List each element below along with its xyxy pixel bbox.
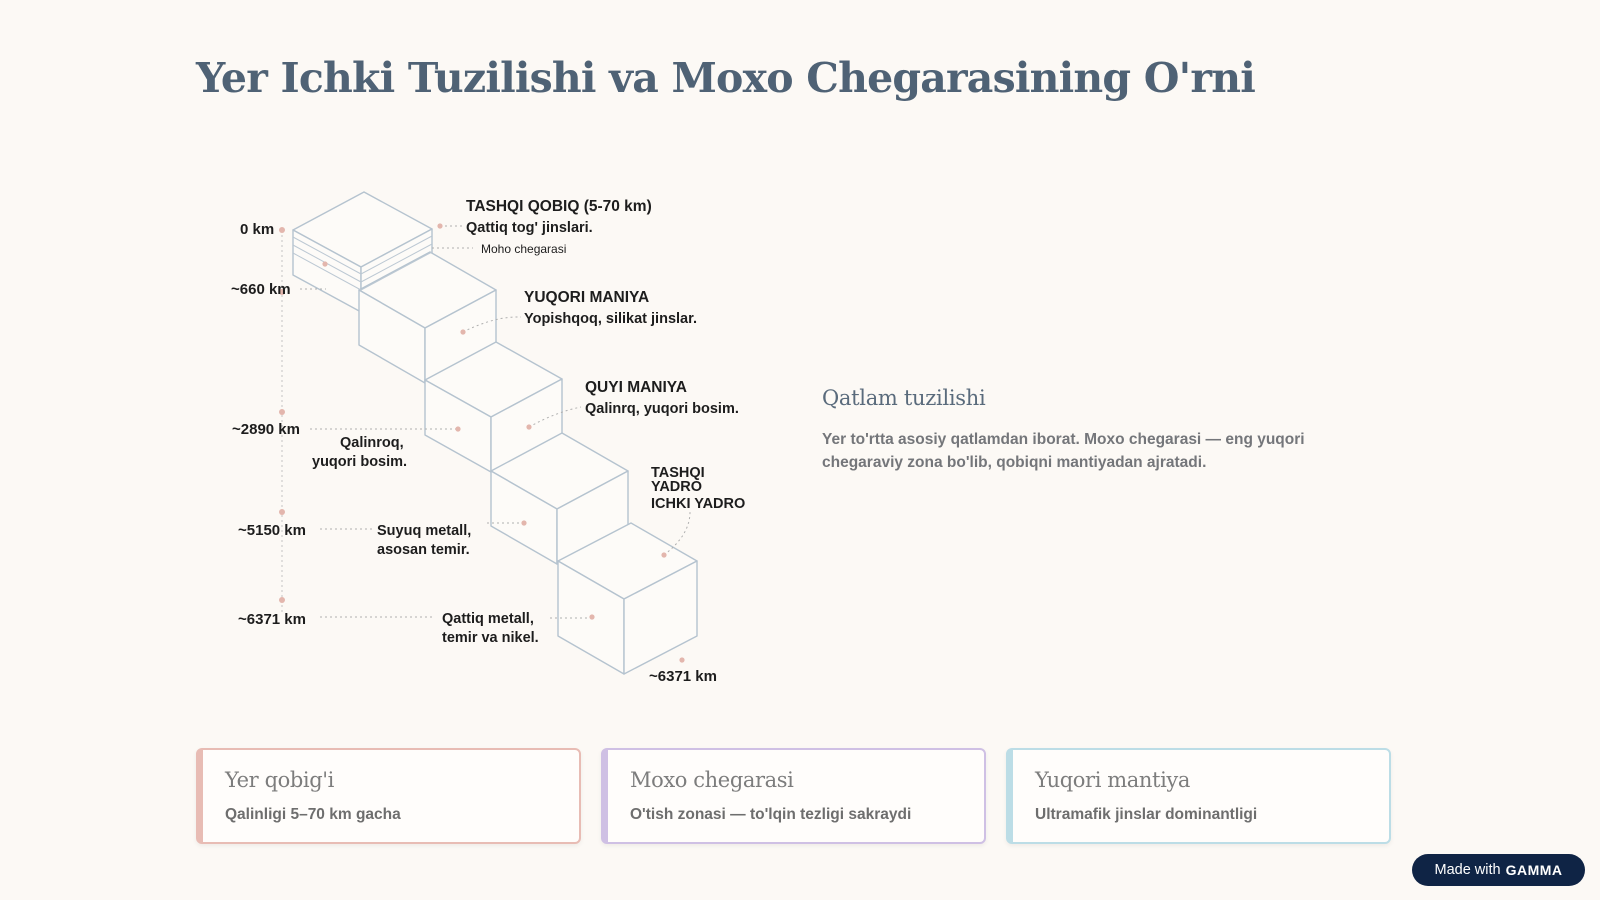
lower-mantle-desc: Qalinrq, yuqori bosim. [585, 401, 739, 417]
moho-label: Moho chegarasi [481, 242, 566, 256]
leader-lines [300, 225, 691, 619]
upper-mantle-desc: Yopishqoq, silikat jinslar. [524, 311, 697, 327]
side-text: Yer to'rtta asosiy qatlamdan iborat. Mox… [822, 431, 1305, 471]
depth-label-6371: ~6371 km [238, 611, 306, 628]
depth-label-660: ~660 km [231, 281, 291, 298]
lower-left-line2: yuqori bosim. [312, 454, 407, 470]
lower-left-line1: Qalinroq, [340, 435, 404, 451]
card-desc: Qalinligi 5–70 km gacha [225, 806, 401, 823]
crust-strata [292, 235, 433, 291]
card-crust: Yer qobig'i Qalinligi 5–70 km gacha [196, 748, 581, 844]
depth-label-0: 0 km [240, 221, 274, 238]
side-heading: Qatlam tuzilishi [822, 386, 986, 410]
page-title: Yer Ichki Tuzilishi va Moxo Chegarasinin… [196, 54, 1256, 102]
block-lower-mantle [424, 341, 563, 473]
outer-core-left-line2: asosan temir. [377, 542, 470, 558]
outer-core-left-line1: Suyuq metall, [377, 523, 471, 539]
crust-title: TASHQI QOBIQ (5-70 km) [466, 198, 652, 215]
card-title: Yer qobig'i [225, 768, 334, 792]
bottom-depth-label: ~6371 km [649, 668, 717, 685]
layer-blocks [292, 191, 698, 675]
depth-label-2890: ~2890 km [232, 421, 300, 438]
core-label-line3: ICHKI YADRO [651, 496, 745, 512]
core-label-line2: YADRO [651, 479, 702, 495]
inner-core-left-line2: temir va nikel. [442, 630, 539, 646]
card-title: Yuqori mantiya [1035, 768, 1190, 792]
depth-label-5150: ~5150 km [238, 522, 306, 539]
depth-axis [279, 227, 285, 612]
card-upper-mantle: Yuqori mantiya Ultramafik jinslar domina… [1006, 748, 1391, 844]
earth-layers-diagram: 0 km ~660 km ~2890 km ~5150 km ~6371 km … [231, 191, 745, 685]
leader-dots [322, 223, 685, 663]
card-moho: Moxo chegarasi O'tish zonasi — to'lqin t… [601, 748, 986, 844]
core-label-line1: TASHQI [651, 465, 705, 481]
card-desc: O'tish zonasi — to'lqin tezligi sakraydi [630, 806, 912, 823]
card-title: Moxo chegarasi [630, 768, 794, 792]
badge-brand: GAMMA [1505, 862, 1563, 878]
upper-mantle-title: YUQORI MANIYA [524, 289, 649, 306]
crust-desc: Qattiq tog' jinslari. [466, 220, 593, 236]
lower-mantle-title: QUYI MANIYA [585, 379, 687, 396]
inner-core-left-line1: Qattiq metall, [442, 611, 534, 627]
block-outer-core [490, 432, 629, 565]
card-desc: Ultramafik jinslar dominantligi [1035, 806, 1258, 823]
made-with-gamma-badge[interactable]: Made with GAMMA [1412, 854, 1585, 886]
badge-prefix: Made with [1434, 862, 1501, 878]
